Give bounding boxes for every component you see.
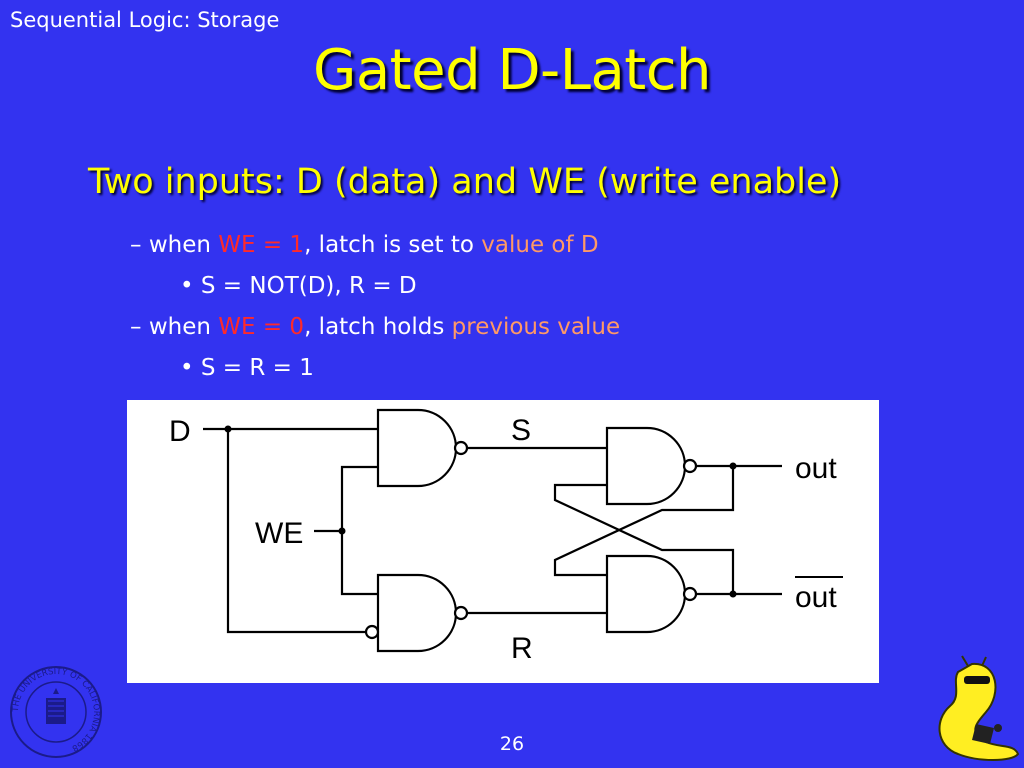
wire-we-up — [340, 465, 378, 531]
sub-bullet-we0: – when WE = 0, latch holds previous valu… — [130, 314, 620, 340]
sub-sub-bullet-s-not-d: • S = NOT(D), R = D — [180, 273, 417, 299]
dash-marker: – — [130, 232, 142, 258]
bubble — [453, 440, 469, 456]
feedback-outbar — [553, 483, 735, 594]
feedback-out — [553, 466, 735, 577]
wire-d-down — [226, 429, 366, 634]
middle-text: , latch holds — [304, 314, 452, 340]
label-d: D — [169, 415, 191, 448]
bubble — [682, 586, 698, 602]
bubble — [682, 458, 698, 474]
middle-text: , latch is set to — [304, 232, 482, 258]
bullet-marker: • — [180, 273, 194, 299]
label-out-bar: out — [795, 581, 837, 614]
slide-number: 26 — [499, 733, 525, 755]
bullet-text: S = R = 1 — [200, 355, 314, 381]
label-r: R — [511, 632, 533, 665]
condition-text: WE = 0 — [218, 314, 305, 340]
sub-bullet-we1: – when WE = 1, latch is set to value of … — [130, 232, 599, 258]
nand-gate-top-right — [605, 426, 687, 506]
prefix-text: when — [148, 232, 219, 258]
label-out: out — [795, 452, 837, 485]
dash-marker: – — [130, 314, 142, 340]
bubble-r-input — [364, 624, 380, 640]
result-text: previous value — [451, 314, 621, 340]
bullet-text: S = NOT(D), R = D — [200, 273, 417, 299]
nand-gate-top-left — [376, 408, 458, 488]
prefix-text: when — [148, 314, 219, 340]
sub-sub-bullet-s-r-1: • S = R = 1 — [180, 355, 314, 381]
result-text: value of D — [481, 232, 599, 258]
label-we: WE — [255, 517, 303, 550]
condition-text: WE = 1 — [218, 232, 305, 258]
banana-slug-icon — [928, 654, 1020, 768]
main-bullet: Two inputs: D (data) and WE (write enabl… — [88, 162, 842, 202]
bubble — [453, 605, 469, 621]
slide-title: Gated D-Latch — [312, 38, 712, 103]
latch-circuit-diagram: D WE S R out out — [127, 400, 879, 683]
wire-we-down — [340, 531, 378, 596]
nand-gate-bottom-right — [605, 554, 687, 634]
section-label: Sequential Logic: Storage — [10, 8, 280, 32]
university-seal-icon: THE UNIVERSITY OF CALIFORNIA 1868 — [8, 664, 104, 764]
nand-gate-bottom-left — [376, 573, 458, 653]
label-s: S — [511, 414, 531, 447]
bullet-marker: • — [180, 355, 194, 381]
